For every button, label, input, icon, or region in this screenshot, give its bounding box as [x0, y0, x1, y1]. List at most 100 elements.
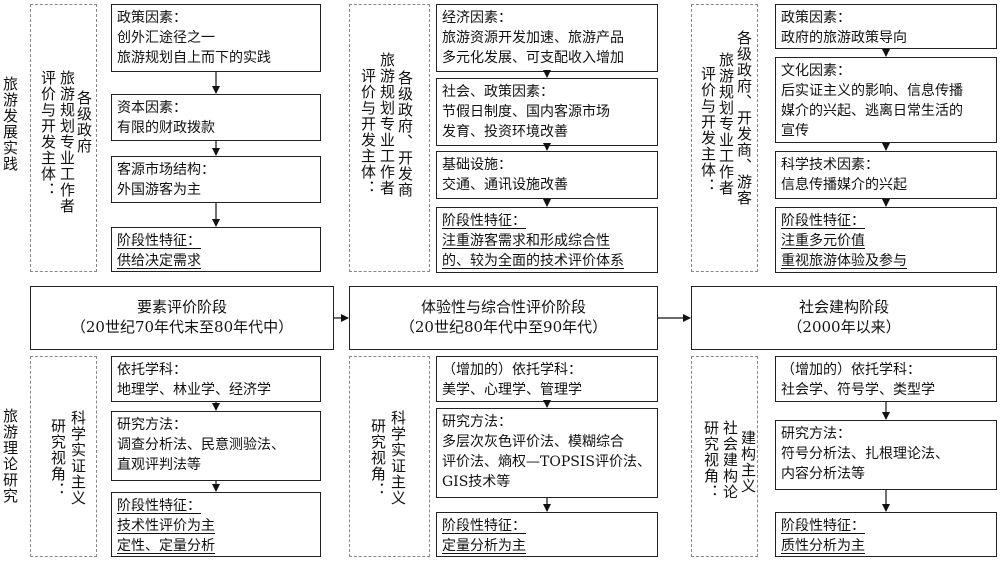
- feature-line: 定性、定量分析: [117, 538, 215, 554]
- method-title: 研究方法：: [781, 426, 851, 442]
- factor-box-market: 客源市场结构： 外国游客为主: [111, 156, 321, 203]
- perspective-label: 研究视角：: [369, 418, 387, 498]
- factor-line: 外国游客为主: [117, 182, 201, 198]
- feature-line: 定量分析为主: [442, 538, 526, 554]
- perspective-box-col3: [691, 356, 758, 557]
- perspective-box-col1: [30, 356, 97, 557]
- actor-label: 评价与开发主体：: [699, 66, 717, 194]
- perspective-box-col2: [349, 356, 430, 557]
- factor-line: 多元化发展、可支配收入增加: [442, 50, 624, 66]
- factor-line: 宣传: [781, 123, 809, 139]
- feature-box: 阶段性特征： 供给决定需求: [111, 227, 321, 272]
- feature-title: 阶段性特征：: [442, 518, 526, 534]
- stage-box-social-construction: 社会建构阶段 （2000年以来）: [691, 286, 997, 350]
- side-label-theory: 旅游理论研究: [1, 408, 19, 504]
- factor-line: 交通、通讯设施改善: [442, 177, 568, 193]
- factor-title: 社会、政策因素：: [442, 84, 554, 100]
- actor-box-col1: [30, 4, 97, 272]
- method-box: 研究方法： 符号分析法、扎根理论法、 内容分析法等: [775, 420, 997, 490]
- factor-title: 客源市场结构：: [117, 162, 215, 178]
- discipline-title: （增加的）依托学科：: [781, 362, 921, 378]
- feature-box: 阶段性特征： 注重游客需求和形成综合性 的、较为全面的技术评价体系: [436, 207, 658, 273]
- stage-name: 体验性与综合性评价阶段: [420, 298, 586, 316]
- factor-line: 信息传播媒介的兴起: [781, 177, 907, 193]
- feature-title: 阶段性特征：: [442, 213, 526, 229]
- actor-label: 各级政府、开发商: [396, 70, 414, 198]
- stage-period: （2000年以来）: [787, 318, 901, 336]
- factor-title: 文化因素：: [781, 63, 851, 79]
- side-label-practice: 旅游发展实践: [1, 76, 19, 172]
- feature-title: 阶段性特征：: [781, 518, 865, 534]
- feature-box: 阶段性特征： 注重多元价值 重视旅游体验及参与: [775, 207, 997, 273]
- factor-title: 经济因素：: [442, 10, 512, 26]
- feature-line: 的、较为全面的技术评价体系: [442, 253, 624, 269]
- actor-label: 评价与开发主体：: [39, 70, 57, 198]
- method-title: 研究方法：: [442, 414, 512, 430]
- actor-label: 旅游规划专业工作者: [717, 52, 735, 196]
- factor-box-capital: 资本因素： 有限的财政拨款: [111, 94, 321, 141]
- factor-title: 基础设施：: [442, 157, 512, 173]
- feature-line: 质性分析为主: [781, 538, 865, 554]
- feature-line: 注重多元价值: [781, 233, 865, 249]
- stage-name: 社会建构阶段: [798, 298, 889, 316]
- method-line: GIS技术等: [442, 474, 511, 490]
- factor-line: 后实证主义的影响、信息传播: [781, 83, 963, 99]
- feature-title: 阶段性特征：: [117, 233, 201, 249]
- actor-label: 旅游规划专业工作者: [58, 70, 76, 214]
- actor-label: 各级政府、开发商、游客: [735, 30, 753, 206]
- factor-title: 科学技术因素：: [781, 157, 879, 173]
- perspective-label: 科学实证主义: [389, 410, 407, 506]
- factor-line: 旅游规划自上而下的实践: [117, 50, 271, 66]
- factor-box-infrastructure: 基础设施： 交通、通讯设施改善: [436, 151, 658, 199]
- factor-title: 政策因素：: [117, 10, 187, 26]
- method-line: 多层次灰色评价法、模糊综合: [442, 434, 624, 450]
- feature-title: 阶段性特征：: [117, 498, 201, 514]
- factor-line: 节假日制度、国内客源市场: [442, 104, 610, 120]
- factor-line: 有限的财政拨款: [117, 120, 215, 136]
- feature-title: 阶段性特征：: [781, 213, 865, 229]
- stage-period: （20世纪70年代末至80年代中）: [70, 318, 294, 336]
- stage-name: 要素评价阶段: [136, 298, 227, 316]
- factor-line: 旅游资源开发加速、旅游产品: [442, 30, 624, 46]
- method-box: 研究方法： 调查分析法、民意测验法、 直观评判法等: [111, 411, 321, 481]
- feature-box: 阶段性特征： 定量分析为主: [436, 512, 658, 557]
- perspective-label: 研究视角：: [49, 418, 67, 498]
- stage-box-experiential-evaluation: 体验性与综合性评价阶段 （20世纪80年代中至90年代）: [349, 286, 658, 350]
- discipline-box: （增加的）依托学科： 社会学、符号学、类型学: [775, 356, 997, 402]
- factor-title: 政策因素：: [781, 10, 851, 26]
- perspective-label: 研究视角：: [702, 420, 720, 500]
- factor-line: 媒介的兴起、逃离日常生活的: [781, 103, 963, 119]
- feature-box: 阶段性特征： 技术性评价为主 定性、定量分析: [111, 492, 321, 557]
- feature-line: 供给决定需求: [117, 253, 201, 269]
- stage-box-element-evaluation: 要素评价阶段 （20世纪70年代末至80年代中）: [30, 286, 334, 350]
- perspective-label: 社会建构论: [721, 420, 739, 500]
- actor-box-col2: [349, 4, 430, 272]
- perspective-label: 科学实证主义: [69, 410, 87, 506]
- method-line: 评价法、熵权—TOPSIS评价法、: [442, 454, 651, 470]
- factor-box-policy: 政策因素： 政府的旅游政策导向: [775, 4, 997, 49]
- method-line: 直观评判法等: [117, 457, 201, 473]
- discipline-box: （增加的）依托学科： 美学、心理学、管理学: [436, 356, 658, 402]
- factor-box-technology: 科学技术因素： 信息传播媒介的兴起: [775, 151, 997, 199]
- feature-box: 阶段性特征： 质性分析为主: [775, 512, 997, 557]
- discipline-line: 地理学、林业学、经济学: [117, 382, 271, 398]
- method-line: 调查分析法、民意测验法、: [117, 437, 285, 453]
- factor-box-economy: 经济因素： 旅游资源开发加速、旅游产品 多元化发展、可支配收入增加: [436, 4, 658, 72]
- method-title: 研究方法：: [117, 417, 187, 433]
- discipline-line: 社会学、符号学、类型学: [781, 382, 935, 398]
- factor-line: 创外汇途径之一: [117, 30, 215, 46]
- feature-line: 重视旅游体验及参与: [781, 253, 907, 269]
- discipline-title: （增加的）依托学科：: [442, 362, 582, 378]
- factor-box-culture: 文化因素： 后实证主义的影响、信息传播 媒介的兴起、逃离日常生活的 宣传: [775, 57, 997, 143]
- factor-line: 发育、投资环境改善: [442, 124, 568, 140]
- method-line: 内容分析法等: [781, 466, 865, 482]
- actor-label: 评价与开发主体：: [359, 68, 377, 196]
- feature-line: 注重游客需求和形成综合性: [442, 233, 610, 249]
- actor-label: 各级政府: [75, 90, 93, 154]
- factor-box-policy: 政策因素： 创外汇途径之一 旅游规划自上而下的实践: [111, 4, 321, 72]
- method-box: 研究方法： 多层次灰色评价法、模糊综合 评价法、熵权—TOPSIS评价法、 GI…: [436, 408, 658, 498]
- discipline-title: 依托学科：: [117, 362, 187, 378]
- stage-period: （20世纪80年代中至90年代）: [399, 318, 608, 336]
- actor-label: 旅游规划专业工作者: [378, 52, 396, 196]
